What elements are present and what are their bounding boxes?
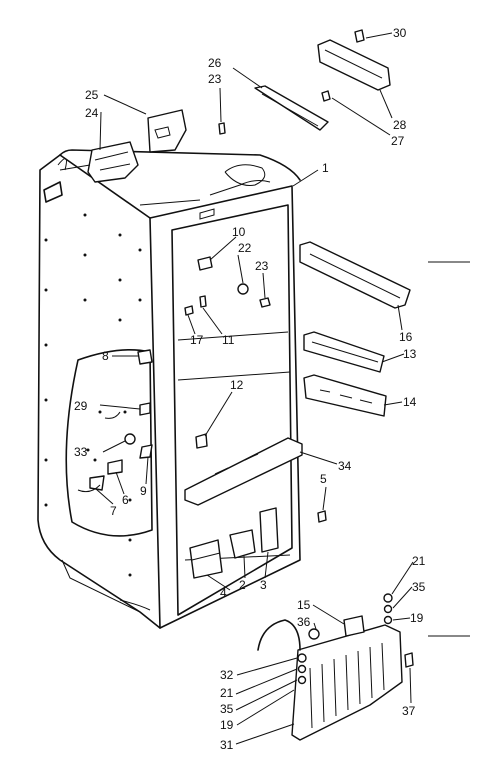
- part-14-rail: [303, 374, 387, 417]
- callout-11: 11: [222, 333, 235, 347]
- control-small-parts: [77, 402, 153, 493]
- callout-29: 29: [74, 399, 88, 413]
- callout-28: 28: [393, 118, 407, 132]
- callout-34: 34: [338, 459, 352, 473]
- callout-31: 31: [220, 738, 234, 752]
- part-15-valve: [308, 615, 365, 640]
- callout-10: 10: [232, 225, 246, 239]
- mounting-holes: [44, 213, 142, 577]
- callout-7: 7: [110, 504, 117, 518]
- part-8-bracket: [137, 349, 153, 365]
- part-31-panel: [291, 624, 403, 741]
- lower-fittings: [297, 593, 393, 685]
- callout-37: 37: [402, 704, 416, 718]
- callout-15: 15: [297, 598, 311, 612]
- part-16-rail: [299, 241, 411, 309]
- callout-9: 9: [140, 484, 147, 498]
- callout-21-left: 21: [220, 686, 234, 700]
- callout-16: 16: [399, 330, 413, 344]
- callout-labels: 30 26 23 25 24 28 27 1 10 22 23 17 11 16…: [74, 26, 426, 752]
- part-28-bracket: [317, 29, 391, 91]
- callout-12: 12: [230, 378, 244, 392]
- callout-22: 22: [238, 241, 252, 255]
- callout-17: 17: [190, 333, 204, 347]
- callout-32: 32: [220, 668, 234, 682]
- cabinet-liner: [37, 149, 301, 629]
- callout-24: 24: [85, 106, 99, 120]
- lower-components: [189, 507, 279, 579]
- callout-27: 27: [391, 134, 405, 148]
- callout-26: 26: [208, 56, 222, 70]
- upper-fasteners: [184, 256, 271, 316]
- callout-19-right: 19: [410, 611, 424, 625]
- part-13-rail: [303, 331, 385, 373]
- screw-37: [404, 652, 414, 668]
- callout-23-top: 23: [208, 72, 222, 86]
- part-32-tube: [257, 619, 301, 651]
- callout-19-left: 19: [220, 718, 234, 732]
- callout-8: 8: [102, 349, 109, 363]
- callout-4: 4: [220, 586, 227, 600]
- callout-25: 25: [85, 88, 99, 102]
- part-26-rail: [254, 85, 329, 131]
- callout-13: 13: [403, 347, 417, 361]
- callout-1: 1: [322, 161, 329, 175]
- callout-2: 2: [239, 578, 246, 592]
- callout-14: 14: [403, 395, 417, 409]
- callout-30: 30: [393, 26, 407, 40]
- callout-35-right: 35: [412, 580, 426, 594]
- part-34-bracket: [184, 437, 303, 506]
- callout-5: 5: [320, 472, 327, 486]
- callout-35-left: 35: [220, 702, 234, 716]
- callout-6: 6: [122, 493, 129, 507]
- callout-3: 3: [260, 578, 267, 592]
- leader-lines: [95, 32, 414, 745]
- callout-21-right: 21: [412, 554, 426, 568]
- screw-23-top: [218, 122, 226, 135]
- margin-marks: [428, 261, 470, 637]
- part-12-clip: [195, 433, 208, 449]
- control-inset-outline: [65, 348, 153, 537]
- part-24-25-assembly: [59, 109, 187, 183]
- callout-36: 36: [297, 615, 311, 629]
- screw-5: [317, 510, 327, 523]
- callout-23: 23: [255, 259, 269, 273]
- callout-33: 33: [74, 445, 88, 459]
- screw-27: [321, 90, 331, 102]
